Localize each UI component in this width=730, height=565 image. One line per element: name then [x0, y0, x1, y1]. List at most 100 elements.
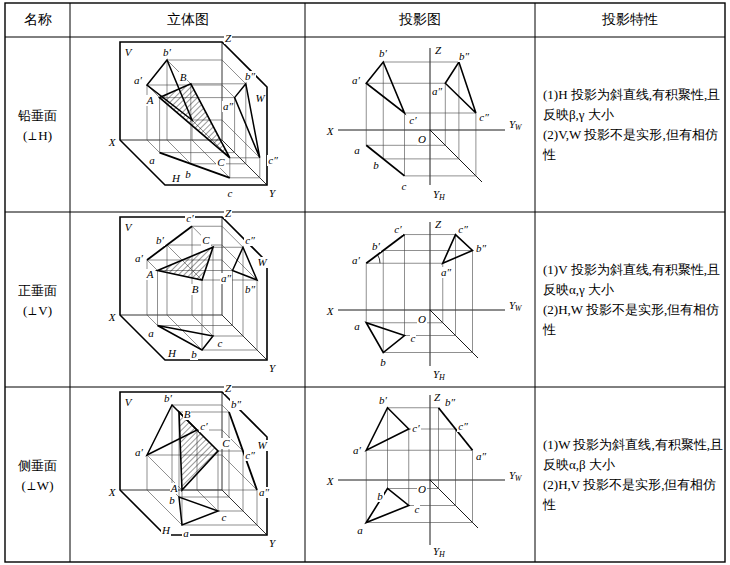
projection-axes [338, 222, 505, 366]
v-projection [147, 226, 192, 260]
v-projection [147, 405, 197, 455]
w-projection [439, 408, 473, 451]
point-label: X [108, 137, 117, 148]
point-label: Z [433, 392, 441, 403]
point-label: a [356, 525, 364, 536]
point-label: c″ [244, 450, 255, 461]
point-label: X [326, 476, 335, 487]
point-label: A [146, 95, 155, 106]
axis-subscript: H [438, 551, 446, 559]
point-label: C [221, 438, 230, 449]
point-label: B [183, 409, 192, 420]
point-label: a [353, 145, 361, 156]
point-label: c′ [199, 421, 208, 432]
w-projection [445, 62, 476, 113]
point-label: b″ [444, 397, 456, 408]
axis-subscript: W [514, 124, 523, 132]
property-note: (1)H 投影为斜直线,有积聚性,且反映β,γ 大小 [543, 85, 723, 125]
point-label: b′ [162, 47, 172, 58]
point-label: A [170, 483, 179, 494]
point-label: V [124, 47, 133, 58]
property-note: (2)V,W 投影不是实形,但有相仿性 [543, 125, 723, 165]
point-label: c [401, 181, 408, 192]
point-label: c [227, 188, 234, 199]
point-label: O [417, 314, 427, 325]
point-label: c [217, 338, 224, 349]
point-label: a′ [133, 75, 143, 86]
v-projection [366, 62, 404, 113]
projection-axes [338, 395, 505, 545]
point-label: X [326, 306, 335, 317]
point-label: c′ [393, 224, 402, 235]
point-label: Z [434, 219, 442, 230]
name-cell: 正垂面 [18, 282, 57, 300]
point-label: c″ [457, 224, 468, 235]
header-cell: 立体图 [167, 11, 209, 29]
point-label: B [191, 284, 200, 295]
point-label: b′ [378, 395, 388, 406]
point-label: a″ [431, 86, 443, 97]
point-label: c′ [185, 213, 194, 224]
w-projection [443, 235, 473, 264]
point-label: O [417, 134, 427, 145]
plane-triangle [179, 412, 218, 490]
point-label: W [254, 93, 265, 104]
projection-planes [120, 42, 267, 185]
h-projection [366, 323, 404, 353]
property-note: (2)H,V 投影不是实形,但有相仿性 [543, 475, 723, 515]
property-note: (2)H,W 投影不是实形,但有相仿性 [543, 300, 723, 340]
point-label: a [353, 321, 361, 332]
name-cell: (⊥V) [23, 302, 52, 320]
point-label: a′ [352, 445, 362, 456]
axis-subscript: W [514, 475, 523, 483]
point-label: a′ [134, 253, 144, 264]
projector-lines [147, 226, 257, 350]
point-label: a′ [351, 255, 361, 266]
point-label: b [184, 169, 192, 180]
h-projection [179, 497, 218, 525]
axis-subscript: H [438, 374, 446, 382]
point-label: b″ [244, 71, 256, 82]
point-label: a″ [258, 487, 270, 498]
header-cell: 投影特性 [602, 11, 658, 29]
point-label: W [256, 440, 267, 451]
property-note: (1)W 投影为斜直线,有积聚性,且反映α,β 大小 [543, 435, 723, 475]
point-label: Z [224, 383, 232, 394]
point-label: O [417, 484, 427, 495]
point-label: V [124, 397, 133, 408]
projection-axes [338, 48, 505, 185]
name-cell: (⊥H) [23, 127, 52, 145]
projection-planes [120, 217, 267, 360]
point-label: a [182, 528, 190, 539]
projector-lines [147, 405, 257, 525]
point-label: a″ [440, 267, 452, 278]
point-label: H [167, 348, 177, 359]
point-label: Y [268, 188, 276, 199]
axis-subscript: W [514, 305, 523, 313]
v-projection [366, 408, 409, 451]
point-label: B [179, 72, 188, 83]
projector-lines [147, 60, 260, 178]
point-label: a [147, 328, 155, 339]
point-label: C [216, 157, 225, 168]
point-label: X [326, 126, 335, 137]
point-label: b [190, 349, 198, 360]
point-label: c′ [411, 423, 420, 434]
name-cell: 侧垂面 [18, 457, 57, 475]
name-cell: (⊥W) [22, 477, 54, 495]
point-label: c [410, 333, 417, 344]
property-note: (1)V 投影为斜直线,有积聚性,且反映α,γ 大小 [543, 260, 723, 300]
plane-triangle [158, 247, 214, 280]
point-label: Y [268, 538, 276, 549]
w-projection [233, 247, 258, 280]
point-label: a [148, 155, 156, 166]
point-label: H [161, 525, 171, 536]
point-label: Y [268, 363, 276, 374]
point-label: a′ [351, 75, 361, 86]
projector-lines [366, 62, 476, 176]
projector-lines [366, 235, 472, 353]
point-label: a″ [220, 273, 232, 284]
h-projection [366, 145, 404, 176]
w-projection [229, 412, 257, 490]
